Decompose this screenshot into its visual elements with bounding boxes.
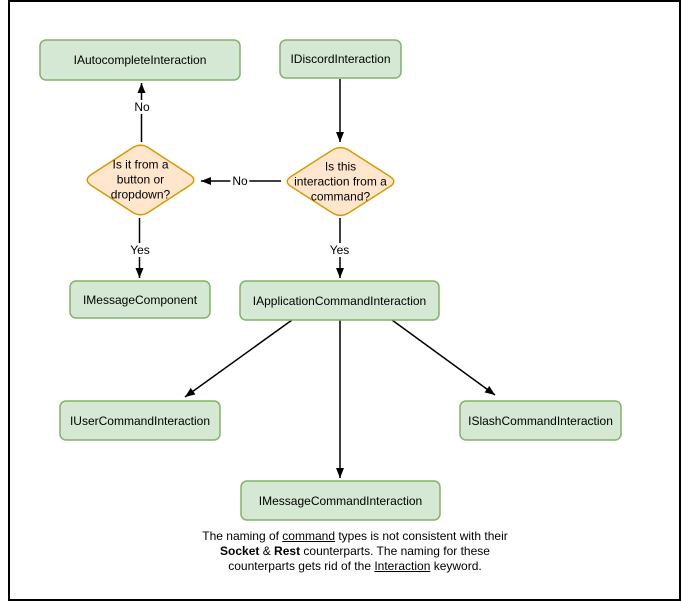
edge-to-user-command [184,319,293,398]
node-user-command-box [59,400,221,441]
node-slash-command-box [459,400,622,441]
node-discord-box [279,39,402,79]
decision-button-dropdown-shape [86,144,195,216]
edge-to-slash-command [391,319,496,396]
node-message-command-box [240,480,441,521]
node-application-command-box [239,280,440,321]
node-message-component-box [69,280,211,319]
decision-from-command-shape [286,146,395,217]
diagram-border [8,0,681,601]
node-autocomplete-box [39,39,241,81]
